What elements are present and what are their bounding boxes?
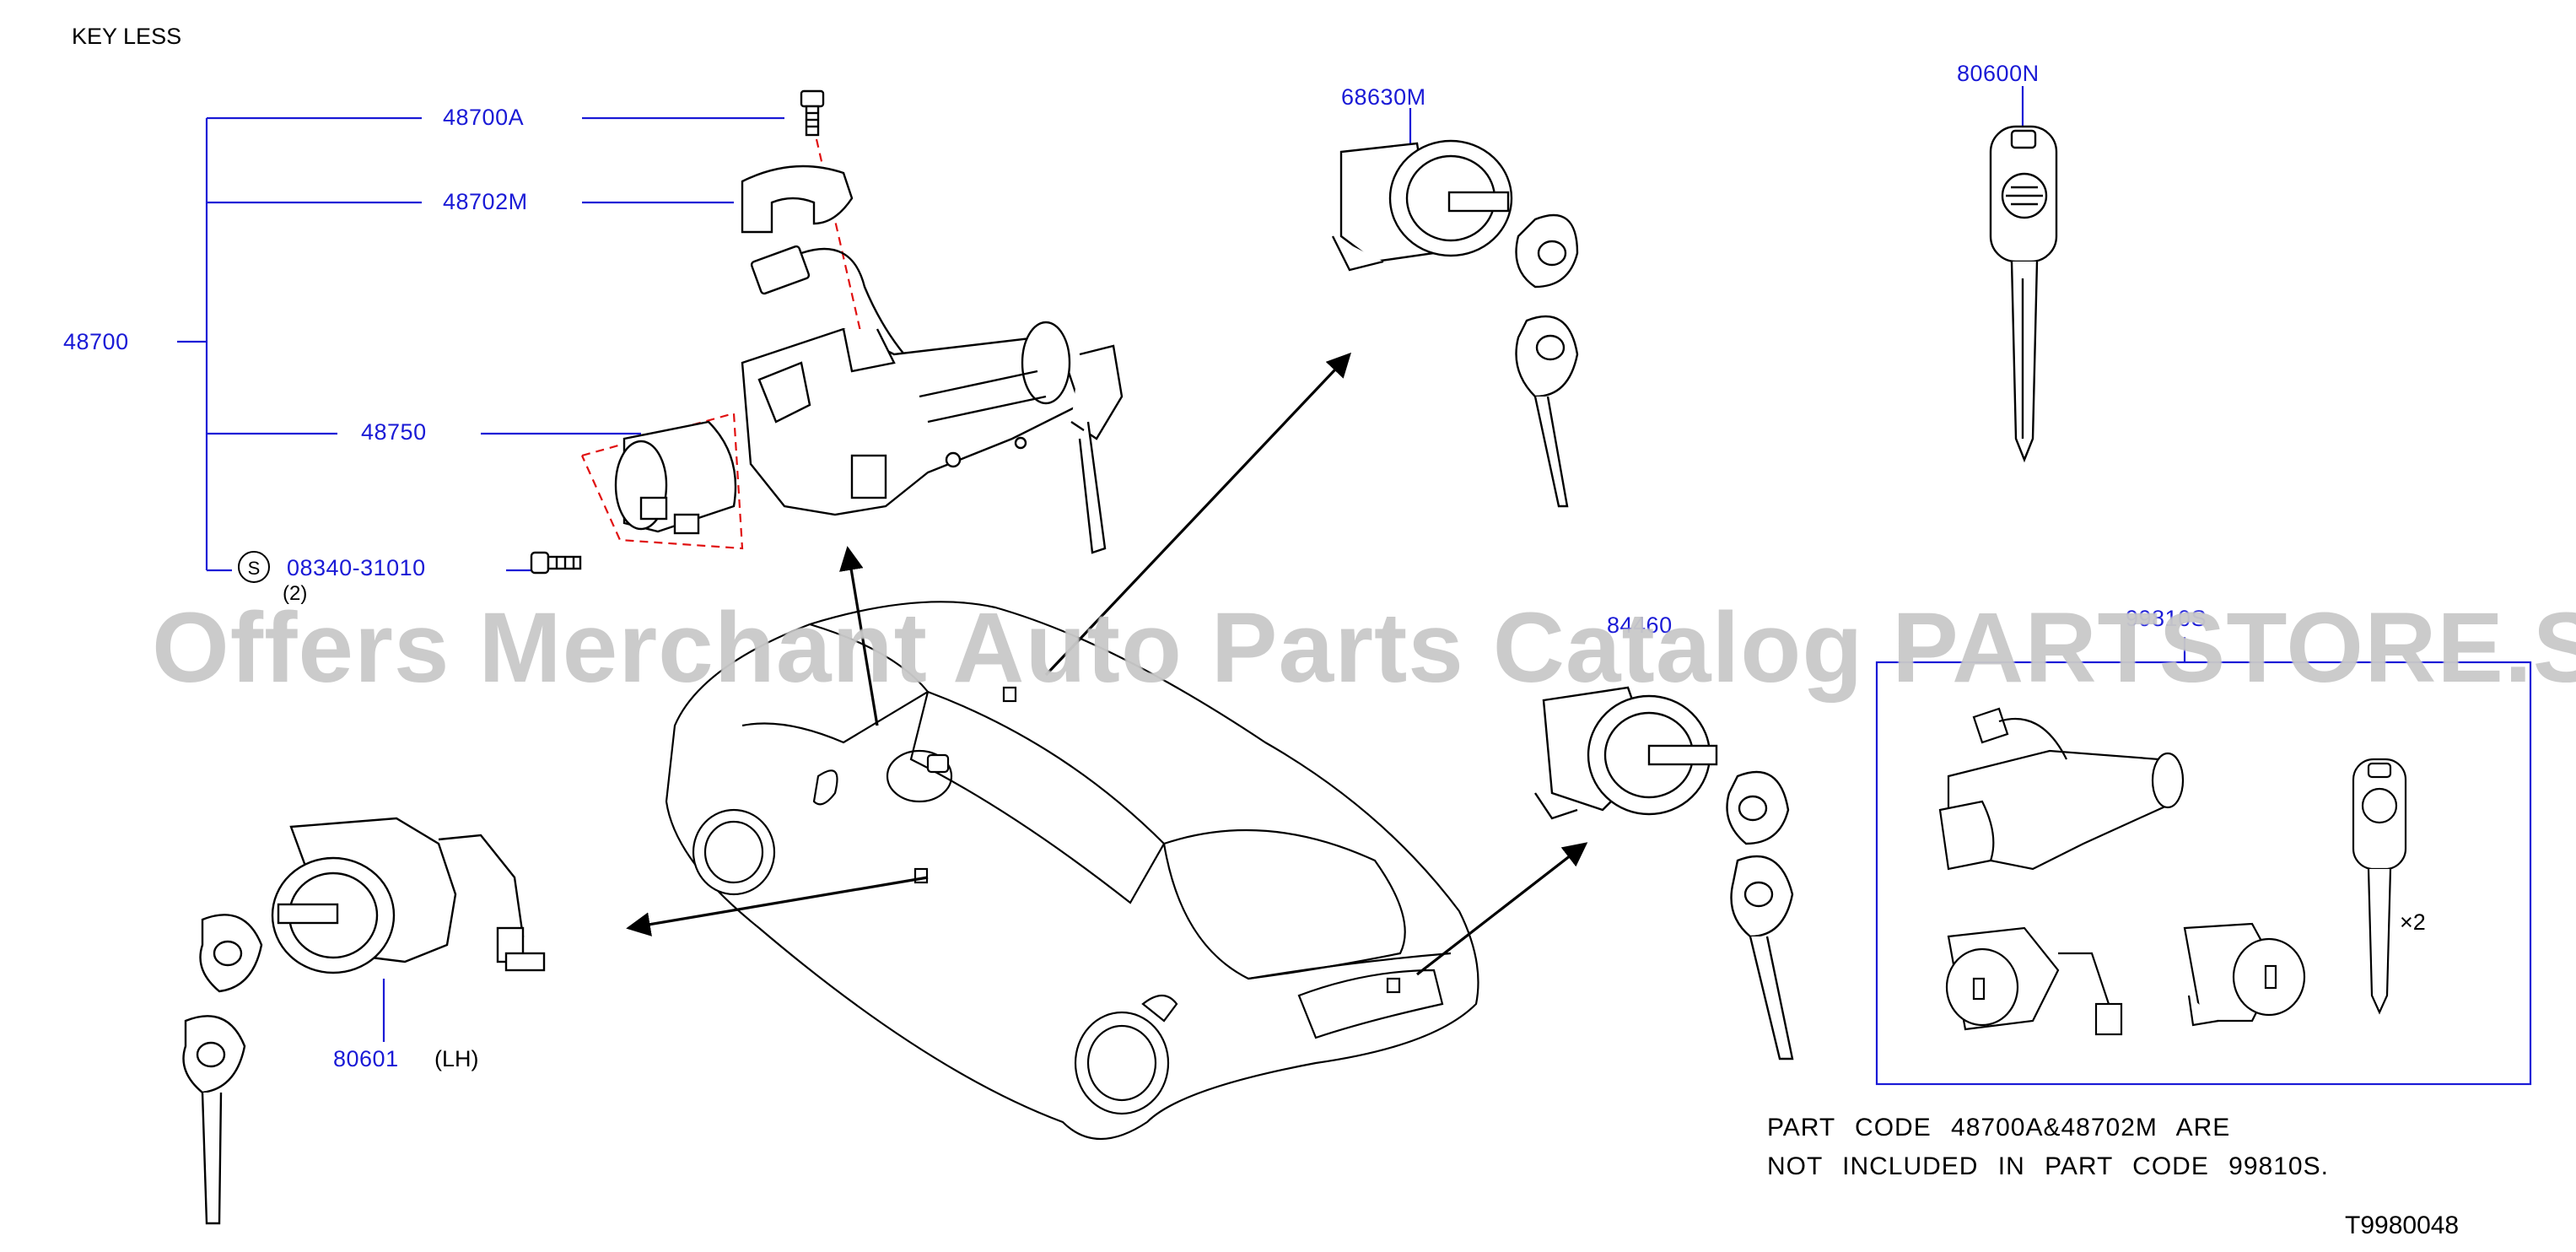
- header-title: KEY LESS: [72, 24, 182, 49]
- bolt-48700a: [800, 89, 825, 137]
- cover-48702m: [741, 165, 854, 234]
- callout-48700a[interactable]: 48700A: [443, 105, 525, 130]
- callout-68630m[interactable]: 68630M: [1341, 84, 1426, 110]
- pointer-arrows: [626, 352, 1588, 976]
- door-lock-68630m: [1331, 139, 1579, 508]
- ignition-lock-assembly: [530, 89, 1124, 575]
- callout-84460[interactable]: 84460: [1607, 613, 1673, 638]
- callout-80601[interactable]: 80601: [333, 1046, 399, 1071]
- callout-80600n[interactable]: 80600N: [1957, 61, 2040, 86]
- callout-48750[interactable]: 48750: [361, 419, 427, 445]
- bracket-lines: [177, 86, 2024, 1042]
- door-lock-80601: [182, 817, 546, 1225]
- screw-08340: [530, 551, 582, 575]
- lock-cylinder: [614, 420, 737, 535]
- callout-08340-31010[interactable]: 08340-31010: [287, 555, 426, 580]
- kit-99810s-box: [1875, 637, 2532, 1086]
- screw-symbol: S: [238, 551, 270, 583]
- diagram-code: T9980048: [2345, 1212, 2460, 1239]
- kit-key-quantity: ×2: [2400, 909, 2426, 935]
- callout-48702m[interactable]: 48702M: [443, 189, 528, 214]
- key-80600n: [1989, 125, 2058, 463]
- note-line-2: NOT INCLUDED IN PART CODE 99810S.: [1767, 1152, 2329, 1180]
- callout-48700[interactable]: 48700: [63, 329, 129, 354]
- connector-harness: [750, 245, 920, 372]
- watermark-text: Offers Merchant Auto Parts Catalog PARTS…: [152, 592, 2576, 704]
- callout-80601-side: (LH): [434, 1046, 479, 1071]
- lock-body-48750: [741, 321, 1124, 554]
- note-line-1: PART CODE 48700A&48702M ARE: [1767, 1114, 2231, 1141]
- trunk-lock-84460: [1534, 686, 1794, 1060]
- callout-08340-qty: (2): [283, 582, 308, 605]
- callout-99810s[interactable]: 99810S: [2126, 606, 2207, 631]
- car-outline: [665, 601, 1479, 1140]
